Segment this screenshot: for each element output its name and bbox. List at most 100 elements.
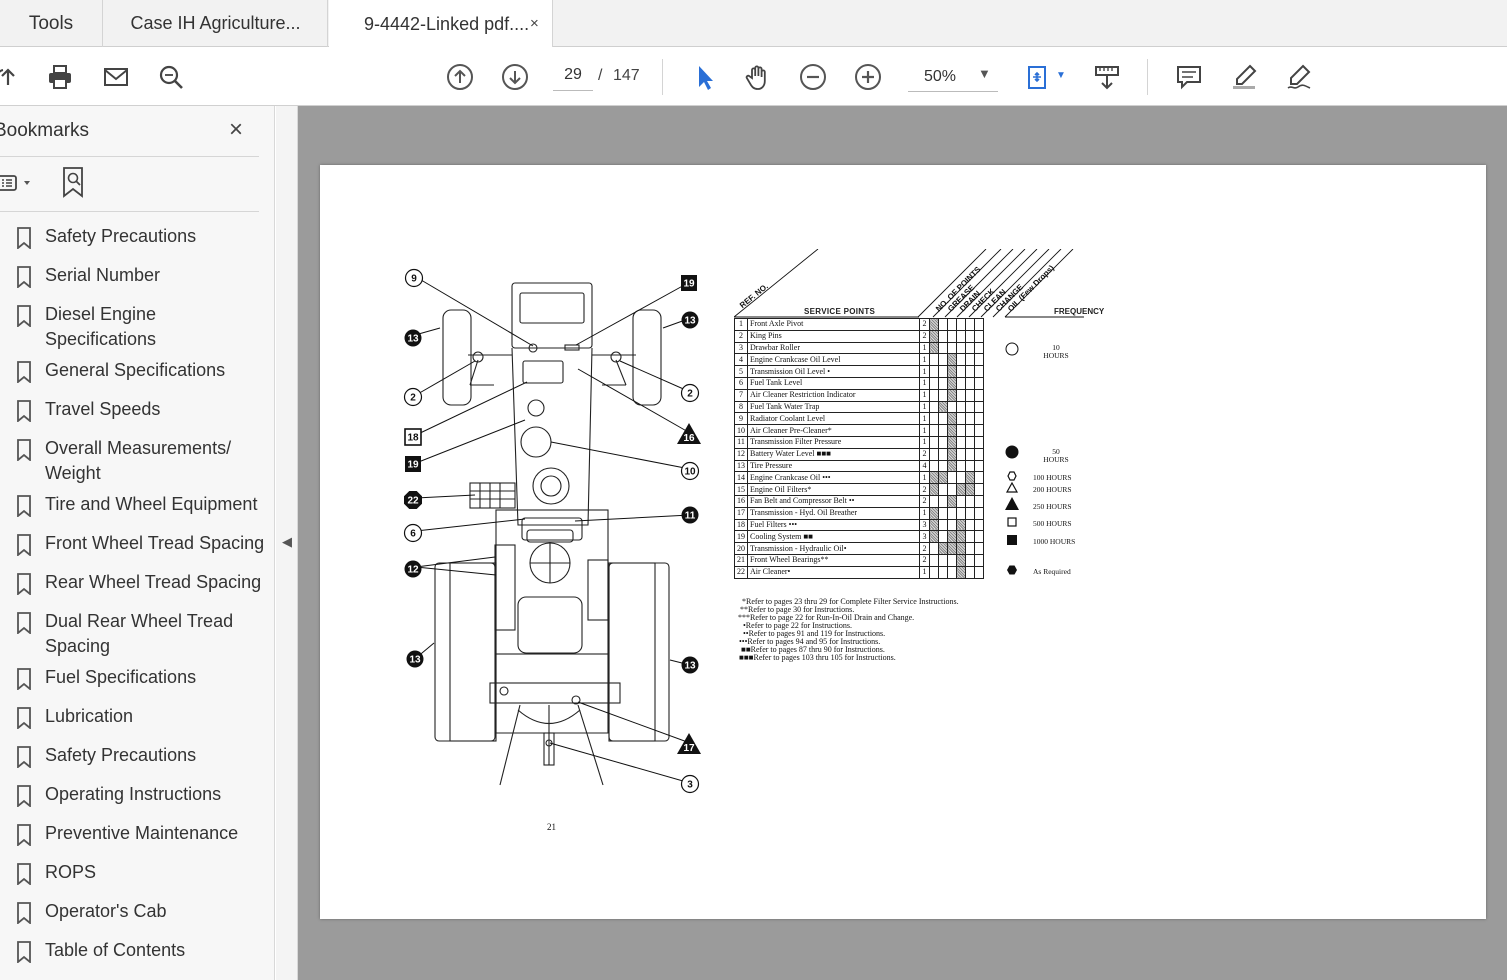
hand-icon[interactable] [742, 61, 774, 93]
callout-number: 6 [410, 529, 416, 540]
action-cell [929, 341, 939, 355]
callout-shape [680, 774, 700, 794]
email-icon[interactable] [100, 61, 132, 93]
print-icon[interactable] [44, 61, 76, 93]
action-cell [956, 565, 966, 579]
action-cell [974, 329, 984, 343]
prev-page-icon[interactable] [444, 61, 476, 93]
action-cell [947, 435, 957, 449]
collapse-panel-button[interactable]: ◀ [276, 106, 298, 980]
point-count: 1 [919, 435, 930, 449]
action-cell [938, 424, 948, 437]
upload-icon[interactable] [0, 61, 24, 93]
bookmark-icon [17, 400, 31, 422]
action-cell [929, 318, 939, 331]
action-cell [929, 447, 939, 461]
highlight-icon[interactable] [1228, 61, 1260, 93]
page-number-input[interactable] [553, 60, 593, 91]
close-icon[interactable]: × [229, 116, 244, 143]
callout-shape [403, 523, 423, 543]
service-point: Engine Crankcase Oil Level [747, 353, 920, 367]
action-cell [938, 506, 948, 520]
action-cell [938, 471, 948, 485]
ref-number: 12 [734, 447, 748, 461]
action-cell [929, 459, 939, 473]
divider [0, 211, 259, 212]
callout-number: 2 [687, 389, 693, 400]
action-cell [956, 376, 966, 390]
page-separator: / [598, 67, 603, 84]
service-point: Fuel Tank Level [747, 376, 920, 390]
callout-22: 22 [404, 491, 422, 509]
action-cell [947, 376, 957, 390]
action-cell [947, 341, 957, 355]
bookmark-icon [17, 902, 31, 924]
fit-page-icon[interactable] [1022, 61, 1054, 93]
service-point: Fuel Filters ••• [747, 518, 920, 532]
bookmark-icon [17, 824, 31, 846]
callout-shape [404, 428, 422, 446]
action-cell [956, 471, 966, 485]
action-cell [947, 400, 957, 414]
action-cell [965, 483, 975, 496]
footnotes: *Refer to pages 23 thru 29 for Complete … [736, 598, 959, 662]
zoom-in-icon[interactable] [852, 61, 884, 93]
sign-icon[interactable] [1283, 61, 1315, 93]
point-count: 2 [919, 494, 930, 508]
action-cell [974, 471, 984, 485]
action-cell [965, 318, 975, 331]
scroll-mode-icon[interactable] [1091, 61, 1123, 93]
action-cell [956, 459, 966, 473]
tab-linked-pdf[interactable]: 9-4442-Linked pdf.... [329, 0, 553, 48]
tab-tools[interactable]: Tools [0, 0, 103, 47]
callout-number: 9 [411, 274, 417, 285]
fit-dropdown-icon[interactable]: ▼ [1056, 70, 1066, 81]
service-point: Drawbar Roller [747, 341, 920, 355]
callout-10: 10 [680, 461, 700, 481]
bookmark-label: Front Wheel Tread Spacing [45, 533, 265, 553]
action-cell [974, 353, 984, 367]
search-icon[interactable] [155, 61, 187, 93]
frequency-title: FREQUENCY [1054, 307, 1105, 316]
callout-shape [681, 275, 697, 291]
action-cell [974, 518, 984, 532]
service-point: Fan Belt and Compressor Belt •• [747, 494, 920, 508]
point-count: 3 [919, 530, 930, 544]
bookmark-options-button[interactable] [0, 168, 40, 198]
next-page-icon[interactable] [499, 61, 531, 93]
action-cell [938, 494, 948, 508]
bookmark-label: Safety Precautions [45, 226, 197, 246]
toolbar-divider [662, 59, 663, 95]
action-cell [947, 553, 957, 567]
bookmark-icon [17, 495, 31, 517]
bookmark-label: General Specifications [45, 360, 226, 380]
comment-icon[interactable] [1173, 61, 1205, 93]
frequency-label: 50 HOURS [1043, 447, 1069, 464]
tab-case-ih-agriculture[interactable]: Case IH Agriculture... [104, 0, 328, 47]
service-point: Tire Pressure [747, 459, 920, 473]
action-cell [947, 353, 957, 367]
footnote: ■■Refer to pages 87 thru 90 for Instruct… [741, 645, 885, 654]
frequency-symbol-icon [1004, 496, 1020, 517]
callout-18: 18 [404, 428, 422, 446]
point-count: 1 [919, 353, 930, 367]
ref-number: 5 [734, 365, 748, 378]
zoom-select[interactable]: 50% ▼ [908, 62, 998, 92]
select-cursor-icon[interactable] [688, 61, 720, 93]
tab-close-icon[interactable]: × [530, 15, 539, 32]
bookmark-icon [17, 785, 31, 807]
action-cell [965, 365, 975, 378]
zoom-out-icon[interactable] [797, 61, 829, 93]
bookmark-icon [17, 746, 31, 768]
bookmark-label: Safety Precautions [45, 745, 197, 765]
point-count: 1 [919, 341, 930, 355]
action-cell [929, 483, 939, 496]
action-cell [929, 400, 939, 414]
action-cell [974, 424, 984, 437]
find-bookmark-icon[interactable] [60, 166, 90, 198]
